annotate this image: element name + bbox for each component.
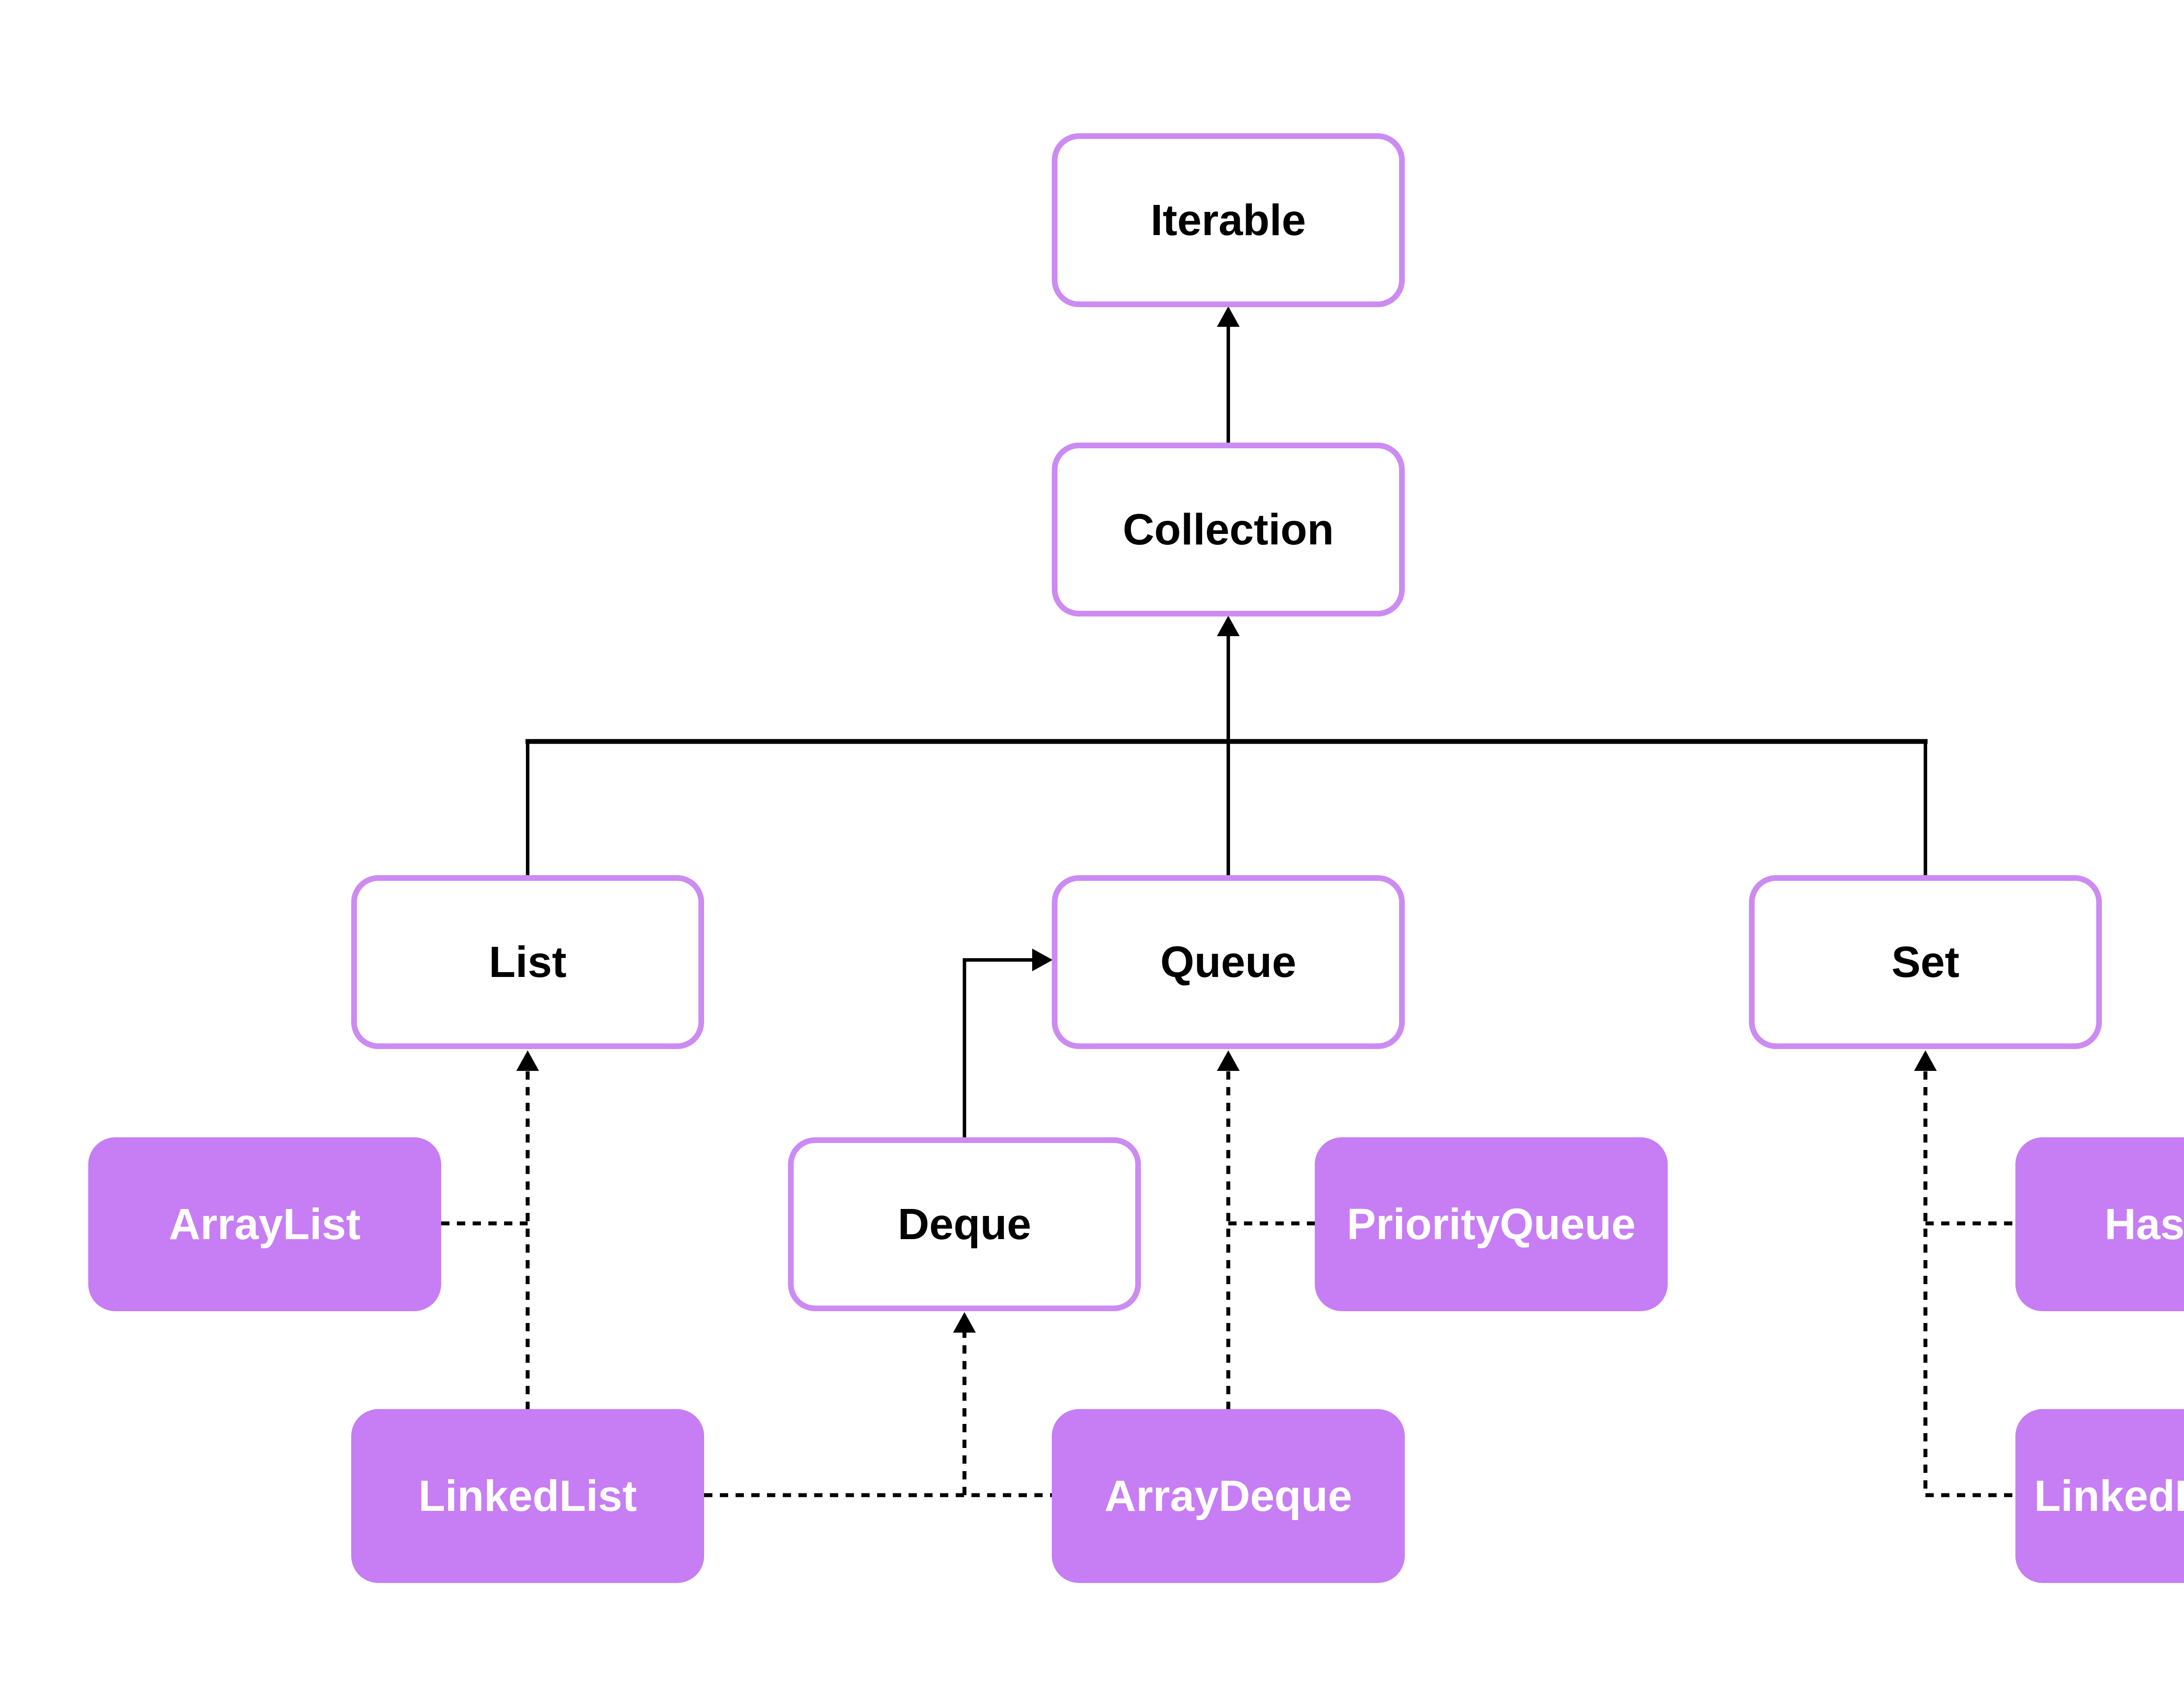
node-hashset-label: HashSet [2104,1199,2184,1249]
arrowhead-into-deque [953,1312,976,1333]
arrowhead-into-queue-bottom [1217,1050,1240,1071]
node-linkedhashset-label: LinkedHashSet [2034,1471,2184,1520]
node-set-label: Set [1891,937,1959,987]
node-linkedhashset: LinkedHashSet [2015,1409,2184,1583]
node-priorityqueue: PriorityQueue [1315,1137,1668,1311]
node-queue-label: Queue [1160,937,1296,987]
node-hashset: HashSet [2015,1137,2184,1311]
node-arraydeque: ArrayDeque [1052,1409,1405,1583]
node-arraydeque-label: ArrayDeque [1104,1471,1352,1520]
node-collection-label: Collection [1123,505,1334,554]
edge-deque-to-queue [963,958,1033,1137]
arrowhead-into-list [516,1050,539,1071]
arrowhead-into-iterable [1217,306,1240,327]
arrowhead-into-collection [1217,616,1240,636]
node-iterable: Iterable [1052,133,1405,307]
node-arraylist: ArrayList [88,1137,441,1311]
node-set: Set [1749,875,2102,1049]
node-linkedlist: LinkedList [351,1409,704,1583]
node-list-label: List [489,937,567,987]
arrowhead-into-queue-left [1032,949,1053,971]
node-arraylist-label: ArrayList [169,1199,361,1249]
arrowhead-into-set [1914,1050,1937,1071]
node-deque-label: Deque [898,1199,1031,1249]
node-queue: Queue [1052,875,1405,1049]
node-priorityqueue-label: PriorityQueue [1347,1199,1636,1249]
node-deque: Deque [788,1137,1141,1311]
node-iterable-label: Iterable [1151,195,1306,245]
node-linkedlist-label: LinkedList [418,1471,637,1520]
node-collection: Collection [1052,443,1405,616]
node-list: List [351,875,704,1049]
